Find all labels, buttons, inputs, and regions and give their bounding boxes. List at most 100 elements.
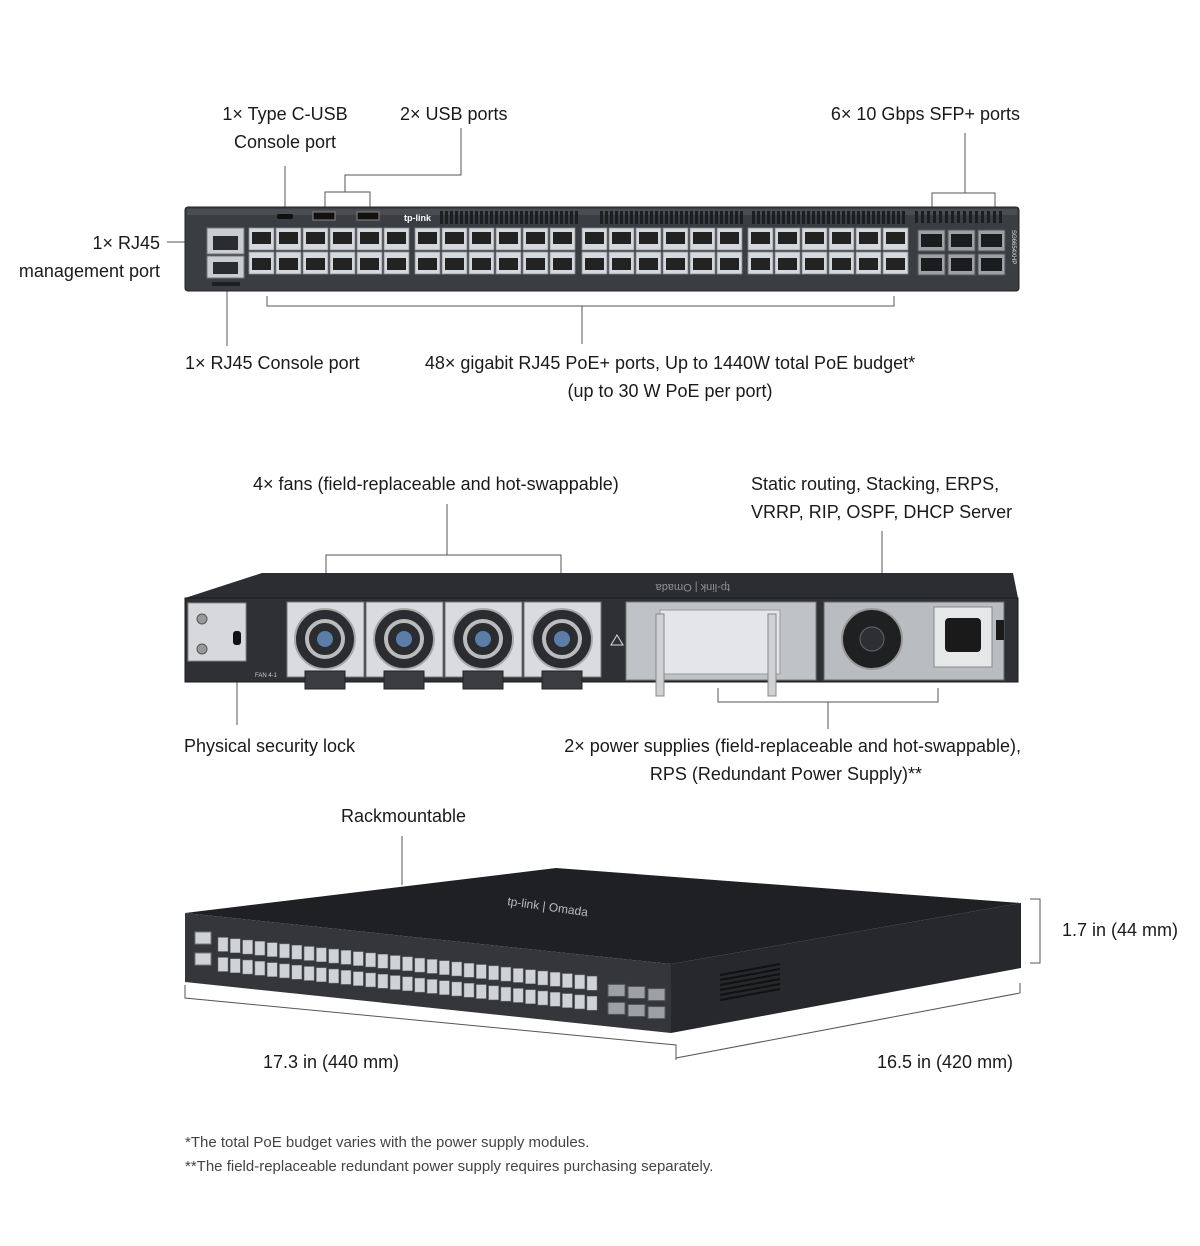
- rj45-jack: [445, 232, 464, 244]
- psu-blank-handle: [655, 613, 665, 697]
- label-mgmt-line2: management port: [18, 261, 160, 281]
- rj45-jack: [553, 232, 572, 244]
- iso-rj45-port: [463, 963, 475, 978]
- iso-rj45-port: [488, 985, 499, 1001]
- vent-slot: [440, 211, 443, 224]
- rj45-jack: [639, 232, 658, 244]
- sfp-slot: [951, 234, 972, 247]
- vent-slot: [832, 211, 835, 224]
- vent-slot: [715, 211, 718, 224]
- iso-rj45-port: [562, 993, 573, 1008]
- rj45-jack: [859, 232, 878, 244]
- sfp-slot: [981, 258, 1002, 271]
- vent-slot: [600, 211, 603, 224]
- rj45-jack: [886, 258, 905, 270]
- rj45-jack: [387, 258, 406, 270]
- iso-rj45-port: [291, 944, 303, 960]
- vent-slot: [615, 211, 618, 224]
- vent-slot: [892, 211, 895, 224]
- iso-rj45-port: [500, 986, 512, 1002]
- vent-slot: [812, 211, 815, 224]
- iso-console-port: [194, 952, 212, 966]
- iso-rj45-port: [525, 969, 536, 984]
- iso-rj45-port: [254, 961, 266, 976]
- vent-slot: [877, 211, 880, 224]
- label-height: 1.7 in (44 mm): [1062, 920, 1179, 940]
- rj45-jack: [693, 232, 712, 244]
- iso-rj45-port: [476, 984, 487, 999]
- iso-rj45-port: [279, 963, 290, 979]
- iso-rj45-port: [463, 983, 475, 998]
- rj45-jack: [612, 232, 631, 244]
- label-rackmountable: Rackmountable: [341, 806, 467, 826]
- iso-sfp-cage: [647, 988, 666, 1002]
- fan-hub: [475, 631, 491, 647]
- rj45-jack: [472, 258, 491, 270]
- vent-slot: [827, 211, 830, 224]
- vent-slot: [842, 211, 845, 224]
- psu-blank-handle: [767, 613, 777, 697]
- fan-tag: FAN 4-1: [255, 673, 278, 679]
- iso-rj45-port: [451, 981, 462, 997]
- vent-slot: [680, 211, 683, 224]
- vent-slot: [460, 211, 463, 224]
- label-console-port: 1× RJ45 Console port: [185, 353, 360, 373]
- front-brand-logo: tp-link: [404, 213, 432, 223]
- iso-rj45-port: [303, 946, 315, 961]
- rj45-jack: [751, 232, 770, 244]
- vent-slot: [645, 211, 648, 224]
- vent-slot: [915, 211, 918, 223]
- rj45-jack: [252, 232, 271, 244]
- vent-slot: [700, 211, 703, 224]
- rj45-jack: [499, 258, 518, 270]
- iso-rj45-port: [230, 938, 241, 954]
- iso-rj45-port: [340, 950, 352, 965]
- vent-slot: [670, 211, 673, 224]
- psu-blank-cover: [659, 609, 781, 675]
- rj45-jack: [306, 258, 325, 270]
- vent-slot: [740, 211, 743, 224]
- ground-screw: [196, 613, 208, 625]
- label-power-supplies: 2× power supplies (field-replaceable and…: [480, 732, 1021, 788]
- vent-slot: [490, 211, 493, 224]
- fan-hub: [554, 631, 570, 647]
- vent-slot: [857, 211, 860, 224]
- vent-slot: [550, 211, 553, 224]
- leader-lines: [167, 128, 1041, 1060]
- vent-slot: [710, 211, 713, 224]
- vent-slot: [675, 211, 678, 224]
- iso-rj45-port: [266, 962, 278, 977]
- vent-slot: [690, 211, 693, 224]
- label-depth: 16.5 in (420 mm): [877, 1052, 1014, 1072]
- label-features-line2: VRRP, RIP, OSPF, DHCP Server: [751, 502, 1013, 522]
- rj45-jack: [886, 232, 905, 244]
- iso-side-vent: [719, 988, 781, 1001]
- iso-sfp-cage: [647, 1006, 666, 1020]
- vent-slot: [450, 211, 453, 224]
- rj45-jack: [666, 232, 685, 244]
- fan-ring: [463, 619, 503, 659]
- iso-side-vent: [719, 983, 781, 996]
- iso-mgmt-port: [194, 931, 212, 945]
- iso-rj45-port: [353, 951, 364, 966]
- psu-fan-hub: [859, 626, 885, 652]
- rj45-jack: [832, 258, 851, 270]
- vent-slot: [525, 211, 528, 224]
- label-psu-line1: 2× power supplies (field-replaceable and…: [564, 736, 1021, 756]
- vent-slot: [720, 211, 723, 224]
- iso-rj45-port: [365, 952, 376, 968]
- label-usb-ports: 2× USB ports: [400, 104, 508, 124]
- iso-rj45-port: [562, 973, 573, 988]
- fan-handle: [383, 670, 425, 690]
- vent-slot: [757, 211, 760, 224]
- vent-slot: [987, 211, 990, 223]
- fan-ring: [542, 619, 582, 659]
- vent-slot: [560, 211, 563, 224]
- iso-rj45-port: [414, 957, 426, 973]
- iso-rj45-port: [303, 966, 315, 981]
- iso-rj45-port: [586, 975, 598, 991]
- iso-rj45-port: [254, 941, 266, 956]
